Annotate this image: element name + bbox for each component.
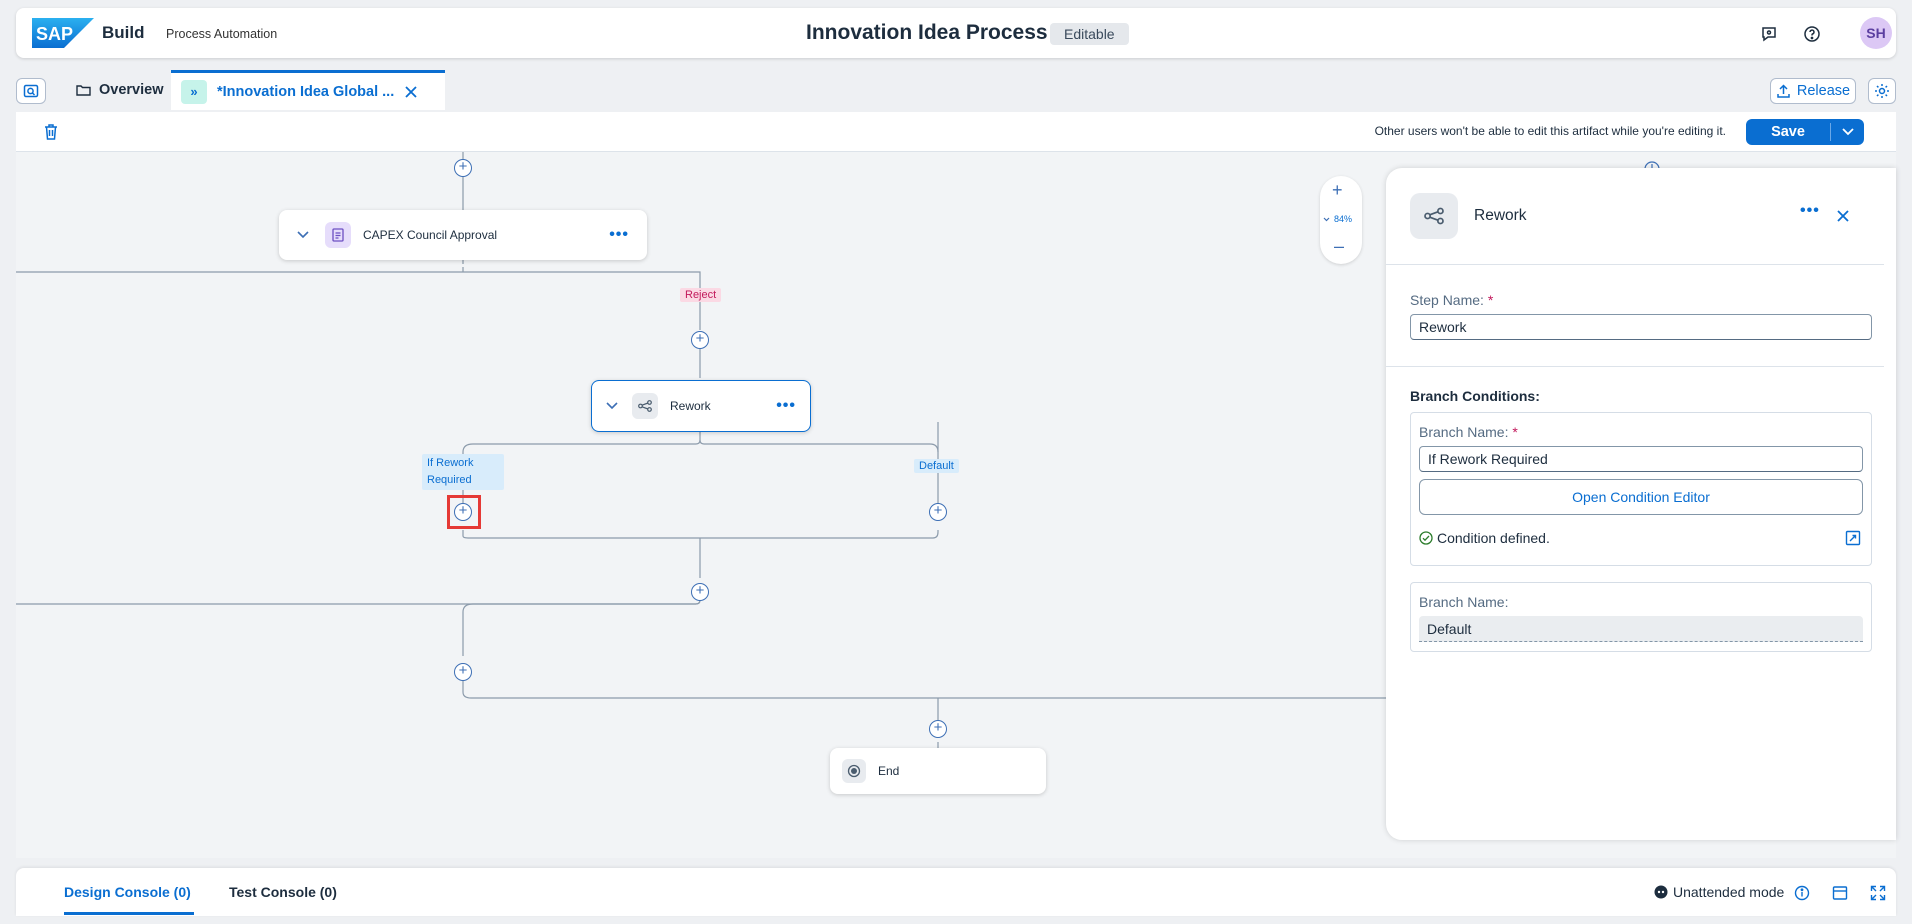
branch-label-if-rework-required: If Rework Required <box>422 454 504 490</box>
more-options-icon[interactable]: ••• <box>1800 202 1820 219</box>
tab-process-editor[interactable]: » *Innovation Idea Global ... <box>171 70 445 110</box>
gear-icon <box>1875 84 1889 98</box>
tab-test-console[interactable]: Test Console (0) <box>229 884 337 900</box>
condition-status: Condition defined. <box>1419 530 1550 546</box>
chevron-down-icon[interactable] <box>606 402 618 410</box>
folder-icon <box>76 84 91 96</box>
approval-form-icon <box>325 222 351 248</box>
branch-name-input[interactable]: If Rework Required <box>1419 446 1863 472</box>
branch-label-line: Required <box>427 474 472 486</box>
add-step-button[interactable]: + <box>454 663 472 681</box>
properties-panel: Rework ••• Step Name: * Rework Branch Co… <box>1386 168 1896 840</box>
more-options-icon[interactable]: ••• <box>609 226 629 243</box>
chevron-down-icon <box>1323 217 1330 221</box>
divider <box>1386 366 1884 367</box>
product-name: Process Automation <box>166 27 278 41</box>
add-step-button[interactable]: + <box>691 331 709 349</box>
tab-overview[interactable]: Overview <box>66 70 174 110</box>
branch-label-default: Default <box>914 459 959 473</box>
add-step-button[interactable]: + <box>929 503 947 521</box>
chevron-down-icon <box>1841 128 1854 136</box>
node-capex-council-approval[interactable]: CAPEX Council Approval ••• <box>279 210 647 260</box>
active-tab-indicator <box>64 912 194 915</box>
lock-message: Other users won't be able to edit this a… <box>1374 124 1726 138</box>
add-step-button[interactable]: + <box>691 583 709 601</box>
zoom-control: + 84% – <box>1320 176 1362 264</box>
zoom-level: 84% <box>1334 214 1353 224</box>
search-artifacts-button[interactable] <box>16 78 46 104</box>
branch-card: Branch Name: * If Rework Required Open C… <box>1410 412 1872 566</box>
shell-bar: SAP Build Process Automation Innovation … <box>16 8 1896 58</box>
help-button[interactable] <box>1799 21 1825 47</box>
branch-conditions-label: Branch Conditions: <box>1410 388 1540 404</box>
branch-label-reject: Reject <box>680 288 722 302</box>
zoom-out-button[interactable]: – <box>1334 236 1345 256</box>
add-step-button[interactable]: + <box>454 159 472 177</box>
console-bar: Design Console (0) Test Console (0) Unat… <box>16 868 1896 916</box>
add-step-button[interactable]: + <box>929 720 947 738</box>
zoom-in-button[interactable]: + <box>1332 180 1343 200</box>
condition-status-text: Condition defined. <box>1437 530 1550 546</box>
node-label: End <box>878 764 900 778</box>
save-label: Save <box>1771 124 1805 140</box>
branch-name-readonly: Default <box>1419 616 1863 642</box>
release-label: Release <box>1796 83 1851 99</box>
tab-overview-label: Overview <box>99 82 164 98</box>
robot-icon <box>1654 885 1668 899</box>
branch-icon <box>1410 193 1458 239</box>
tab-bar: Overview » *Innovation Idea Global ... R… <box>16 70 1896 110</box>
sap-logo[interactable]: SAP <box>32 18 94 48</box>
chevron-down-icon[interactable] <box>297 231 309 239</box>
zoom-level-selector[interactable]: 84% <box>1323 214 1352 224</box>
feedback-button[interactable] <box>1756 21 1782 47</box>
check-circle-icon <box>1419 531 1433 545</box>
branch-name-label: Branch Name: * <box>1419 424 1518 440</box>
brand-name: Build <box>102 23 145 42</box>
panel-title: Rework <box>1474 207 1527 224</box>
node-label: CAPEX Council Approval <box>363 228 498 242</box>
sap-logo-text: SAP <box>36 24 73 44</box>
delete-icon[interactable] <box>44 124 58 140</box>
status-badge: Editable <box>1050 23 1129 45</box>
search-icon <box>23 84 39 98</box>
panel-layout-icon[interactable] <box>1832 885 1848 901</box>
tab-design-console[interactable]: Design Console (0) <box>64 884 191 900</box>
release-button[interactable]: Release <box>1770 78 1856 104</box>
process-icon: » <box>181 79 207 104</box>
info-icon <box>1644 161 1660 170</box>
branch-card: Branch Name: Default <box>1410 582 1872 652</box>
unattended-mode-label: Unattended mode <box>1673 884 1785 900</box>
highlight-box <box>447 495 481 529</box>
settings-button[interactable] <box>1868 78 1896 104</box>
branch-name-label: Branch Name: <box>1419 594 1509 610</box>
flow-connectors <box>16 152 1386 750</box>
end-event-icon <box>842 759 866 783</box>
expand-icon[interactable] <box>1870 885 1886 901</box>
node-rework[interactable]: Rework ••• <box>591 380 811 432</box>
tab-process-editor-label: *Innovation Idea Global ... <box>217 83 395 100</box>
upload-icon <box>1777 83 1790 98</box>
step-name-input[interactable]: Rework <box>1410 314 1872 340</box>
step-name-label: Step Name: * <box>1410 292 1494 308</box>
editor-toolbar: Other users won't be able to edit this a… <box>16 112 1896 152</box>
open-condition-editor-button[interactable]: Open Condition Editor <box>1419 479 1863 515</box>
more-options-icon[interactable]: ••• <box>776 397 796 414</box>
save-menu-button[interactable] <box>1830 123 1864 141</box>
close-tab-icon[interactable] <box>404 85 418 99</box>
branch-icon <box>632 393 658 419</box>
unattended-mode-indicator: Unattended mode <box>1654 884 1784 900</box>
page-title: Innovation Idea Process <box>806 21 1048 44</box>
divider <box>1386 264 1884 265</box>
node-end[interactable]: End <box>830 748 1046 794</box>
branch-label-line: If Rework <box>427 457 474 469</box>
save-button[interactable]: Save <box>1746 119 1864 145</box>
close-icon[interactable] <box>1836 209 1850 223</box>
help-icon <box>1804 26 1820 42</box>
info-icon[interactable] <box>1794 885 1810 901</box>
edit-condition-icon[interactable] <box>1845 530 1861 546</box>
add-step-button[interactable]: + <box>454 503 472 521</box>
feedback-icon <box>1762 27 1776 42</box>
node-label: Rework <box>670 399 711 413</box>
user-avatar[interactable]: SH <box>1860 17 1892 49</box>
